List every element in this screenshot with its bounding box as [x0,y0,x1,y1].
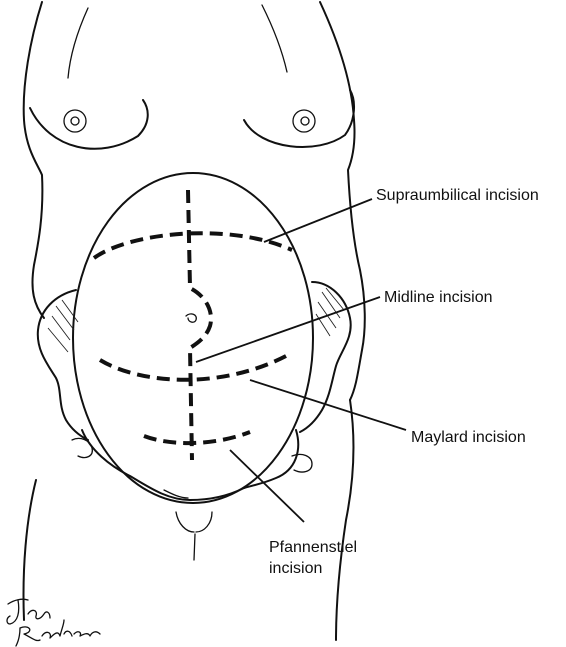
label-midline-incision: Midline incision [384,289,493,306]
artist-signature [6,598,101,647]
right-breast [243,89,355,148]
right-nipple [292,109,316,133]
left-iliac-crest [36,289,89,441]
pubic-symphysis [163,489,189,499]
right-body-outline [319,1,366,401]
pfannenstiel-incision-line [143,430,251,446]
pfannenstiel-leader [229,449,305,523]
midline-incision-line [186,189,213,461]
right-lower-pelvis [243,429,300,489]
label-supraumbilical-incision: Supraumbilical incision [376,187,539,204]
right-areola-center [300,116,310,126]
maylard-incision-line [98,354,287,382]
left-areola-center [70,116,80,126]
left-breast [29,99,149,150]
maylard-leader [249,379,407,431]
label-pfannenstiel-line1: Pfannenstiel [269,539,358,556]
right-thigh-line [335,399,355,641]
left-thigh-line [22,479,37,621]
navel [185,313,197,323]
right-arm-line [261,4,288,73]
abdomen-outline [72,172,314,504]
right-obturator [291,453,313,473]
groin-right [195,511,213,533]
left-nipple [63,109,87,133]
supraumbilical-leader [263,198,373,243]
left-obturator [71,437,93,459]
left-body-outline [22,1,45,319]
supraumbilical-incision-line [92,231,293,260]
label-pfannenstiel-line2: incision [269,560,323,577]
right-iliac-crest [299,281,352,433]
left-arm-line [67,7,89,79]
groin-left [175,511,195,533]
left-lower-pelvis [81,429,245,501]
label-maylard-incision: Maylard incision [411,429,526,446]
vulva-line [193,533,196,561]
left-pelvis-hatching [47,299,79,353]
midline-leader [195,296,381,363]
